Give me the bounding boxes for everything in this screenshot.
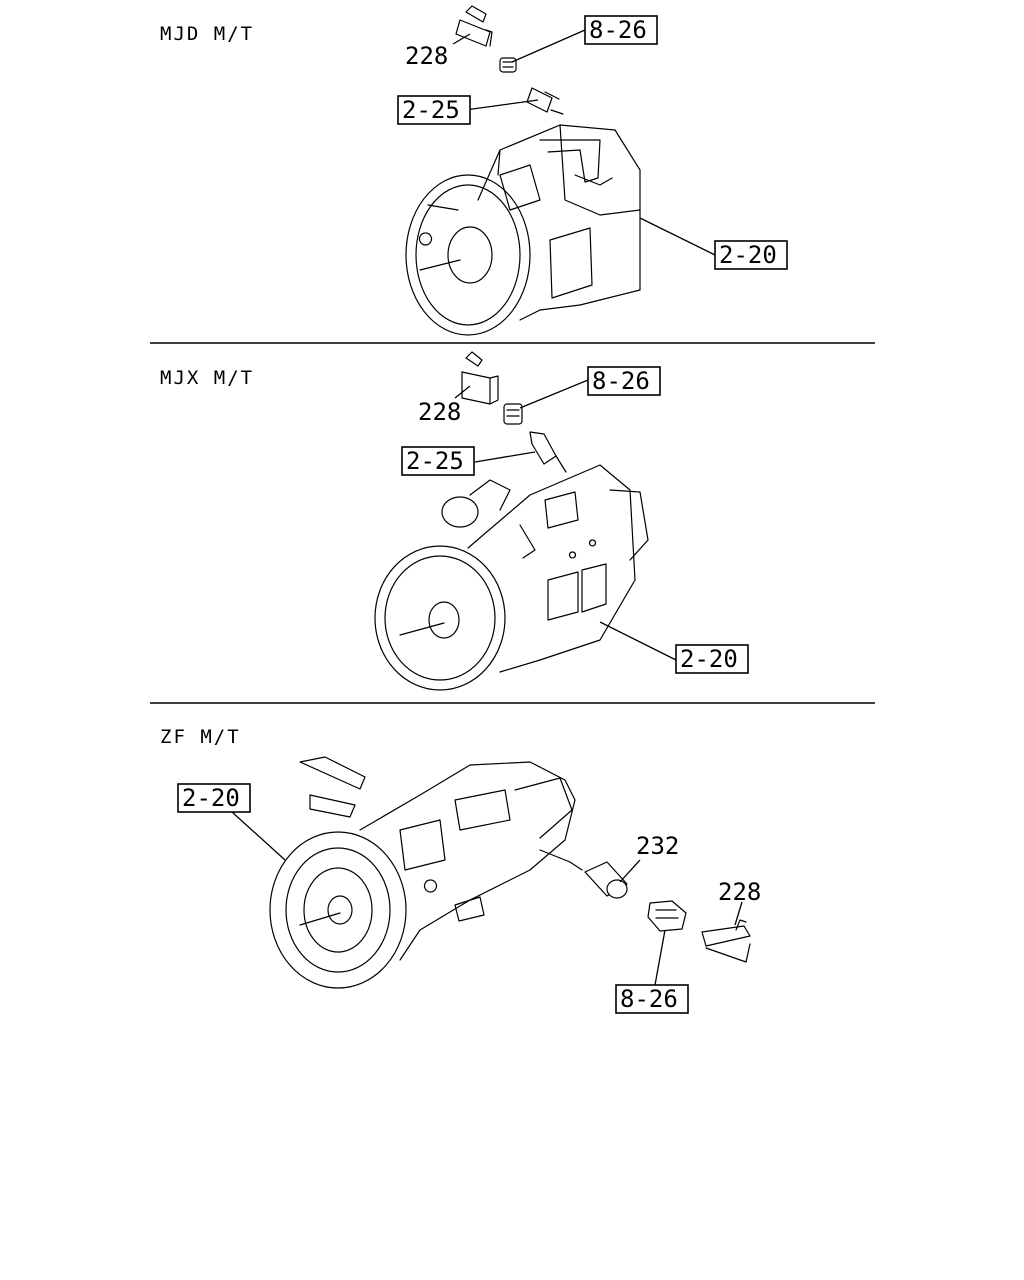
pin-part-drawing bbox=[529, 431, 567, 473]
callout-label: 2-20 bbox=[182, 784, 240, 812]
callout-label: 2-25 bbox=[402, 96, 460, 124]
sensor-part-drawing bbox=[455, 5, 493, 47]
section-mjx: MJX M/T 228 8-26 2-25 bbox=[160, 351, 749, 691]
sensor-part-drawing bbox=[701, 919, 751, 963]
mjx-transmission-drawing bbox=[374, 464, 649, 691]
callout-label: 2-25 bbox=[406, 447, 464, 475]
callout-box bbox=[587, 366, 661, 396]
section-zf: ZF M/T 2-20 232 bbox=[160, 726, 761, 1014]
callout-box bbox=[675, 644, 749, 674]
callout-label: 8-26 bbox=[620, 985, 678, 1013]
switch-part-drawing bbox=[503, 403, 523, 425]
section-title: ZF M/T bbox=[160, 726, 241, 748]
section-mjd: MJD M/T 228 8-26 2-25 bbox=[160, 5, 788, 336]
callout-label: 2-20 bbox=[719, 241, 777, 269]
adapter-part-drawing bbox=[584, 861, 628, 899]
callout-label: 8-26 bbox=[592, 367, 650, 395]
section-title: MJD M/T bbox=[160, 23, 254, 45]
callout-number: 228 bbox=[718, 878, 761, 906]
switch-part-drawing bbox=[499, 57, 517, 73]
section-title: MJX M/T bbox=[160, 367, 254, 389]
callout-number: 228 bbox=[405, 42, 448, 70]
callout-number: 232 bbox=[636, 832, 679, 860]
callout-box bbox=[177, 783, 251, 813]
callout-box bbox=[401, 446, 475, 476]
callout-number: 228 bbox=[418, 398, 461, 426]
mjd-transmission-drawing bbox=[405, 124, 641, 336]
callout-label: 8-26 bbox=[589, 16, 647, 44]
callout-label: 2-20 bbox=[680, 645, 738, 673]
callout-box bbox=[584, 15, 658, 45]
pin-part-drawing bbox=[526, 87, 564, 115]
callout-box bbox=[615, 984, 689, 1014]
callout-box bbox=[714, 240, 788, 270]
sensor-part-drawing bbox=[461, 351, 499, 405]
switch-part-drawing bbox=[647, 900, 687, 932]
callout-box bbox=[397, 95, 471, 125]
zf-transmission-drawing bbox=[269, 756, 583, 989]
